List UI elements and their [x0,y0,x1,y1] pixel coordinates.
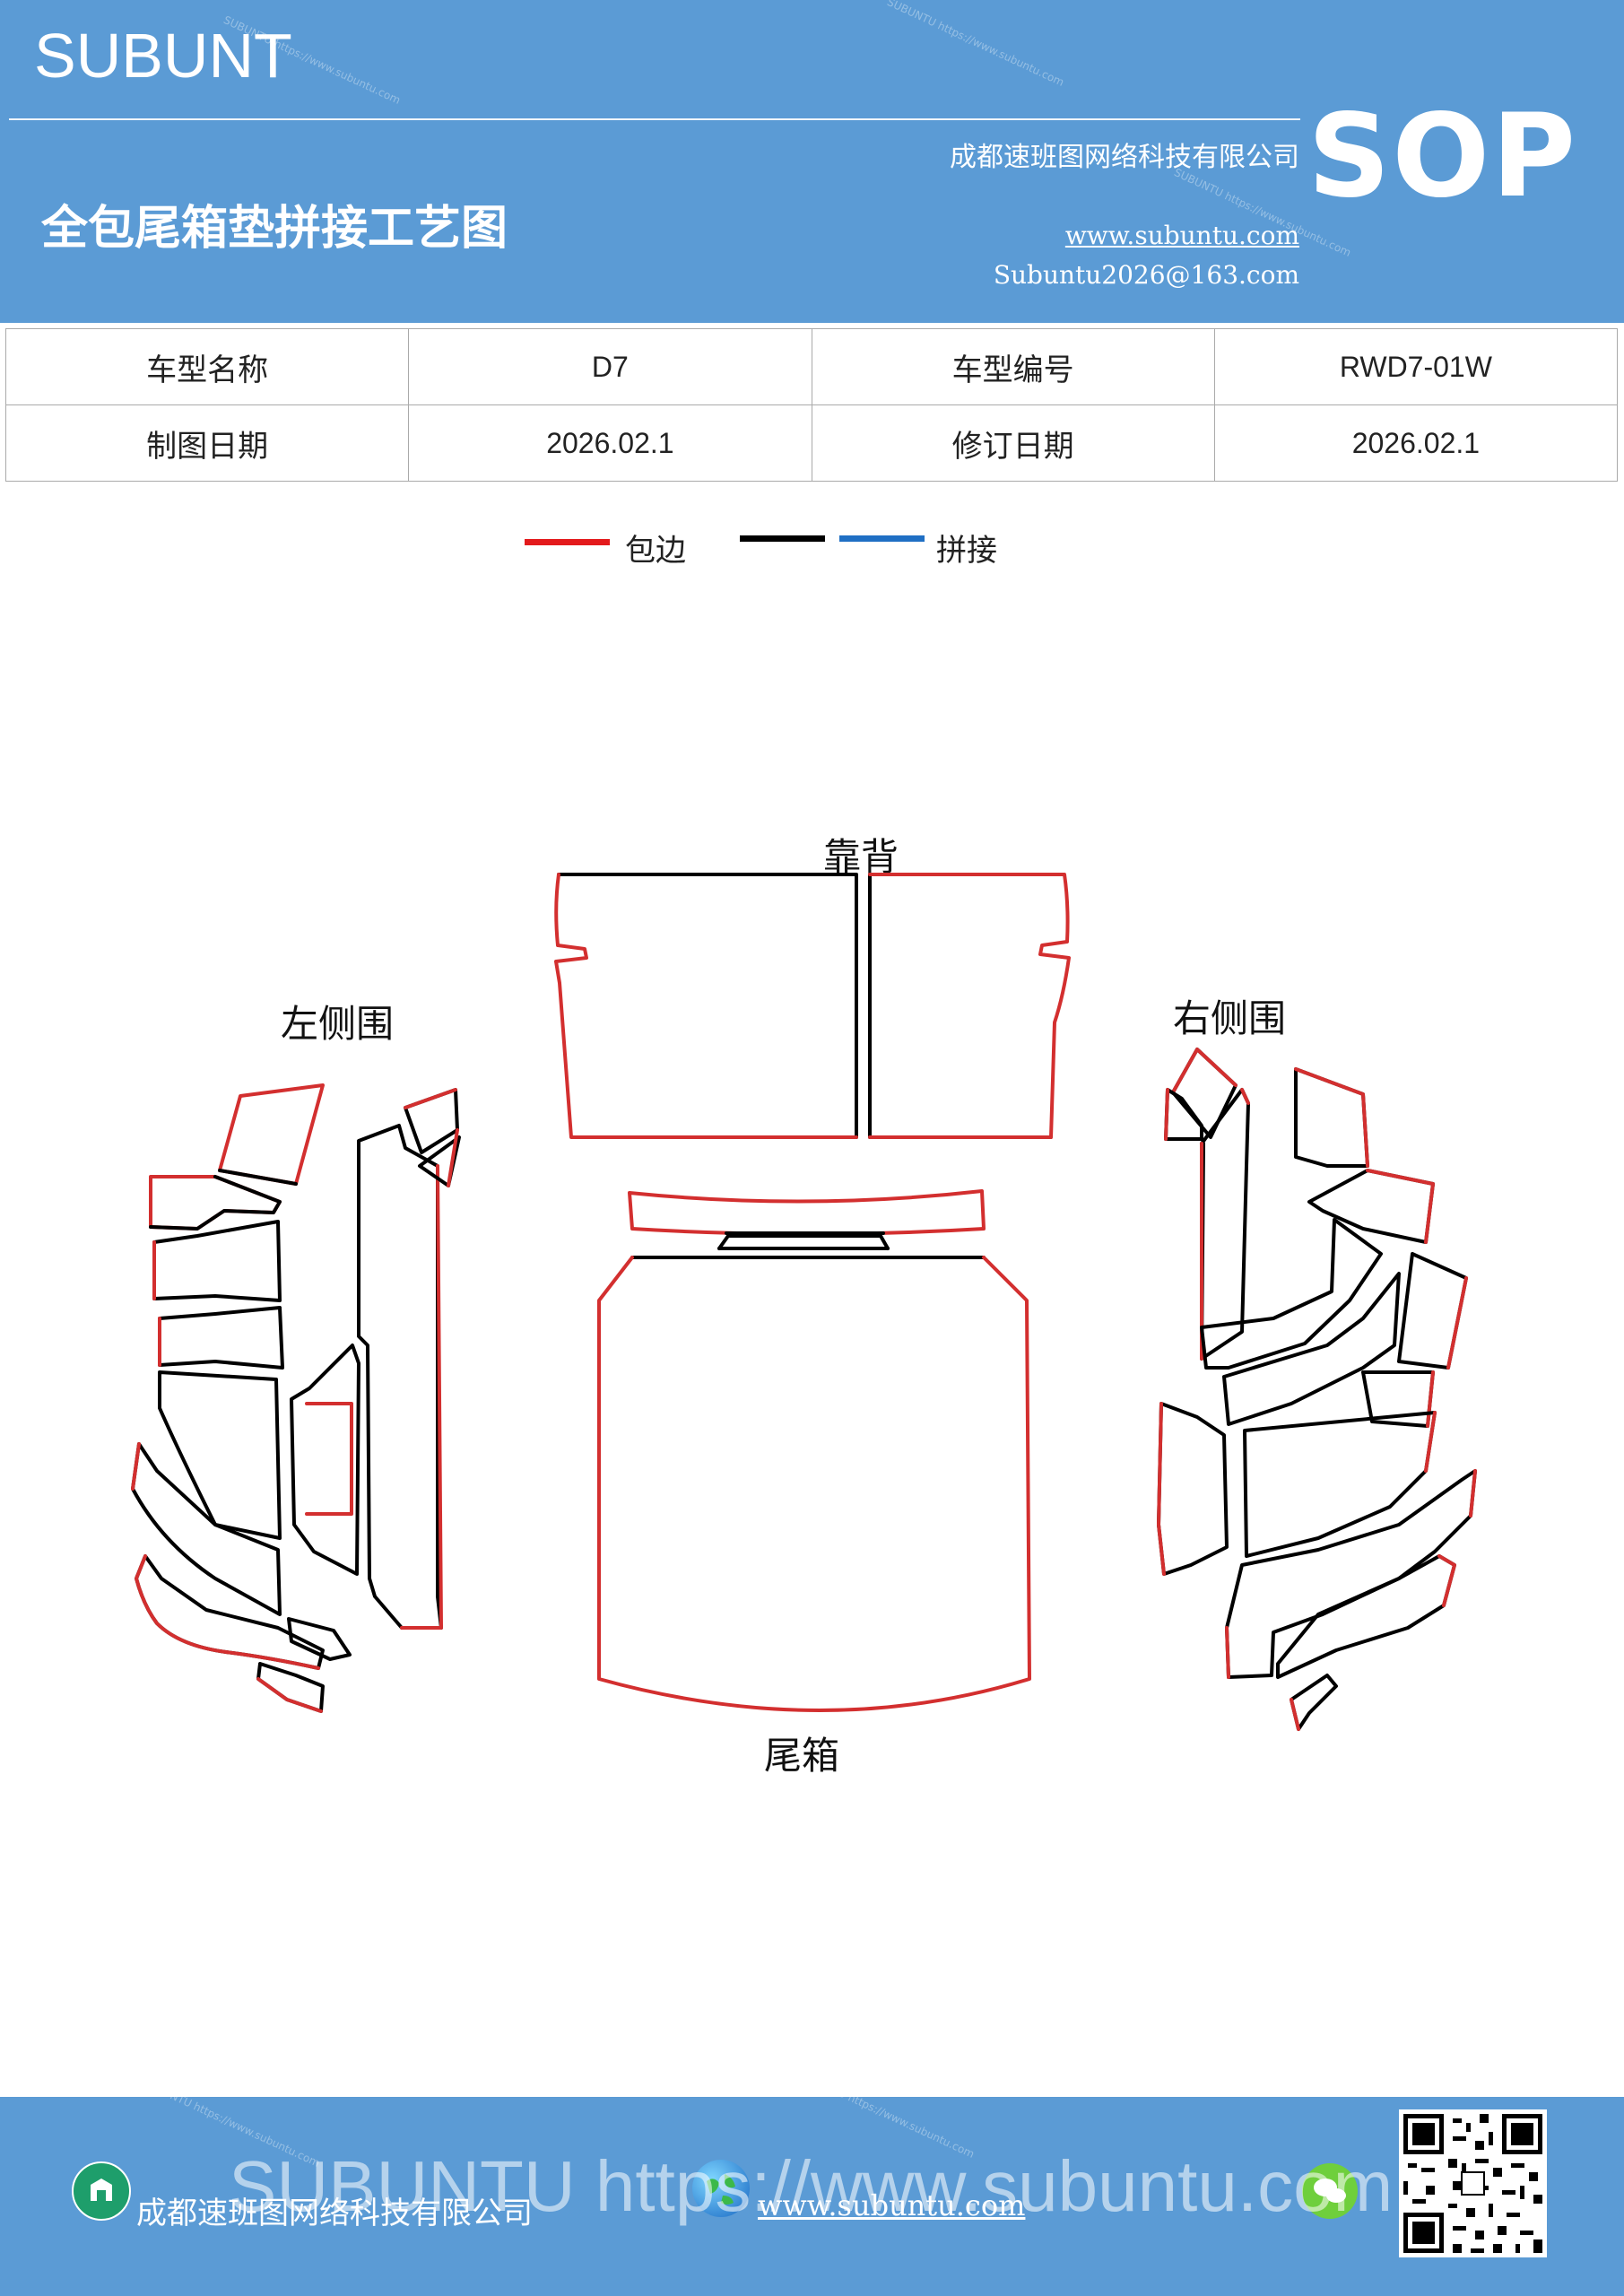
table-row: 车型名称 D7 车型编号 RWD7-01W [4,328,1619,405]
left-side-label: 左侧围 [281,1002,395,1046]
model-code-value: RWD7-01W [1213,328,1619,405]
draw-date-label: 制图日期 [4,404,410,482]
page-title: 全包尾箱垫拼接工艺图 [41,202,508,256]
model-name-label: 车型名称 [4,328,410,405]
trunk-label: 尾箱 [764,1734,840,1778]
header-banner [0,0,1624,323]
backrest-right-piece [868,873,1071,1139]
sop-badge: SOP [1307,90,1577,223]
website-link[interactable]: www.subuntu.com [1064,221,1299,250]
brand-logo-text: SUBUNT [34,21,292,91]
revision-date-label: 修订日期 [811,404,1215,482]
revision-date-value: 2026.02.1 [1213,404,1619,482]
trunk-floor-piece [597,1256,1031,1712]
model-code-label: 车型编号 [811,328,1215,405]
legend-edge-swatch [525,539,610,545]
vehicle-info-table: 车型名称 D7 车型编号 RWD7-01W 制图日期 2026.02.1 修订日… [4,328,1619,482]
header-divider [9,118,1300,120]
globe-icon [692,2160,750,2217]
legend-splice-swatch [839,535,925,542]
email-address: Subuntu2026@163.com [993,260,1299,290]
left-side-pieces [131,1083,461,1713]
company-name: 成都速班图网络科技有限公司 [950,142,1299,173]
draw-date-value: 2026.02.1 [408,404,812,482]
model-name-value: D7 [408,328,812,405]
legend-splice-label: 拼接 [936,533,997,569]
footer-website-link[interactable]: www.subuntu.com [758,2188,1026,2222]
qr-code [1399,2109,1547,2257]
backrest-label: 靠背 [823,835,899,879]
footer-company-name: 成都速班图网络科技有限公司 [136,2196,533,2231]
footer-watermark: SUBUNTU https://www.subuntu.com [229,2146,1394,2226]
building-icon [72,2161,131,2221]
backrest-left-piece [554,873,858,1139]
legend-edge-label: 包边 [625,533,686,569]
right-side-label: 右侧围 [1173,996,1287,1040]
table-row: 制图日期 2026.02.1 修订日期 2026.02.1 [4,404,1619,482]
right-side-pieces [1157,1048,1477,1731]
trunk-top-strip [628,1189,986,1250]
wechat-icon [1302,2163,1358,2219]
legend-seam-swatch [740,535,825,542]
